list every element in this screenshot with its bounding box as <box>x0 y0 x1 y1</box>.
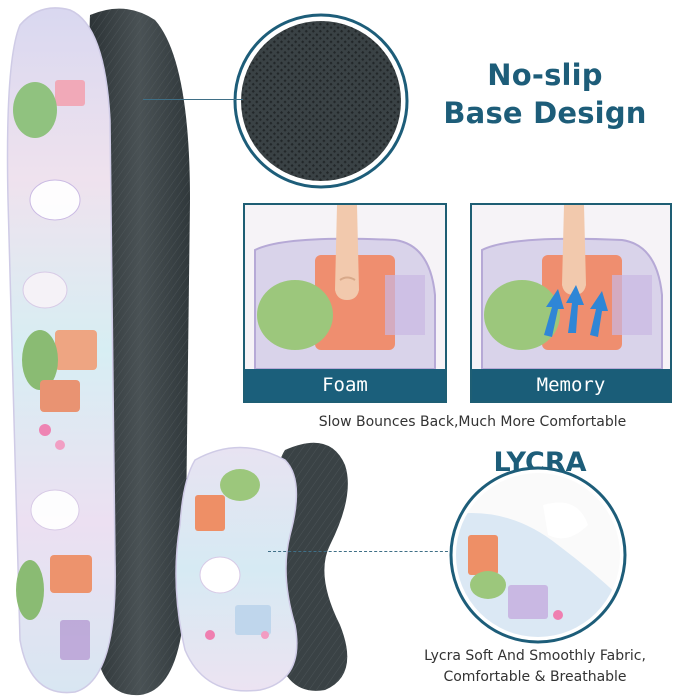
memory-panel: Memory <box>470 203 672 403</box>
noslip-heading-line2: Base Design <box>443 96 647 130</box>
lycra-caption-line2: Comfortable & Breathable <box>443 669 627 685</box>
memory-press-image <box>472 205 670 370</box>
keyboard-wrist-rest-image <box>6 7 190 696</box>
mouse-wrist-rest-image <box>175 442 348 692</box>
lycra-fabric-closeup <box>449 466 627 644</box>
bounce-arrows-icon <box>544 285 608 337</box>
memory-label: Memory <box>472 369 670 401</box>
noslip-heading-line1: No-slip <box>487 58 603 92</box>
bounce-caption: Slow Bounces Back,Much More Comfortable <box>318 414 627 430</box>
leader-line-lycra <box>268 551 453 552</box>
leader-line-base <box>143 99 243 100</box>
foam-panel: Foam <box>243 203 447 403</box>
foam-press-image <box>245 205 445 370</box>
noslip-heading: No-slip Base Design <box>430 56 660 132</box>
foam-label: Foam <box>245 369 445 401</box>
non-slip-base-closeup <box>233 13 409 189</box>
lycra-caption-line1: Lycra Soft And Smoothly Fabric, <box>424 648 646 664</box>
lycra-caption: Lycra Soft And Smoothly Fabric, Comforta… <box>400 646 670 688</box>
